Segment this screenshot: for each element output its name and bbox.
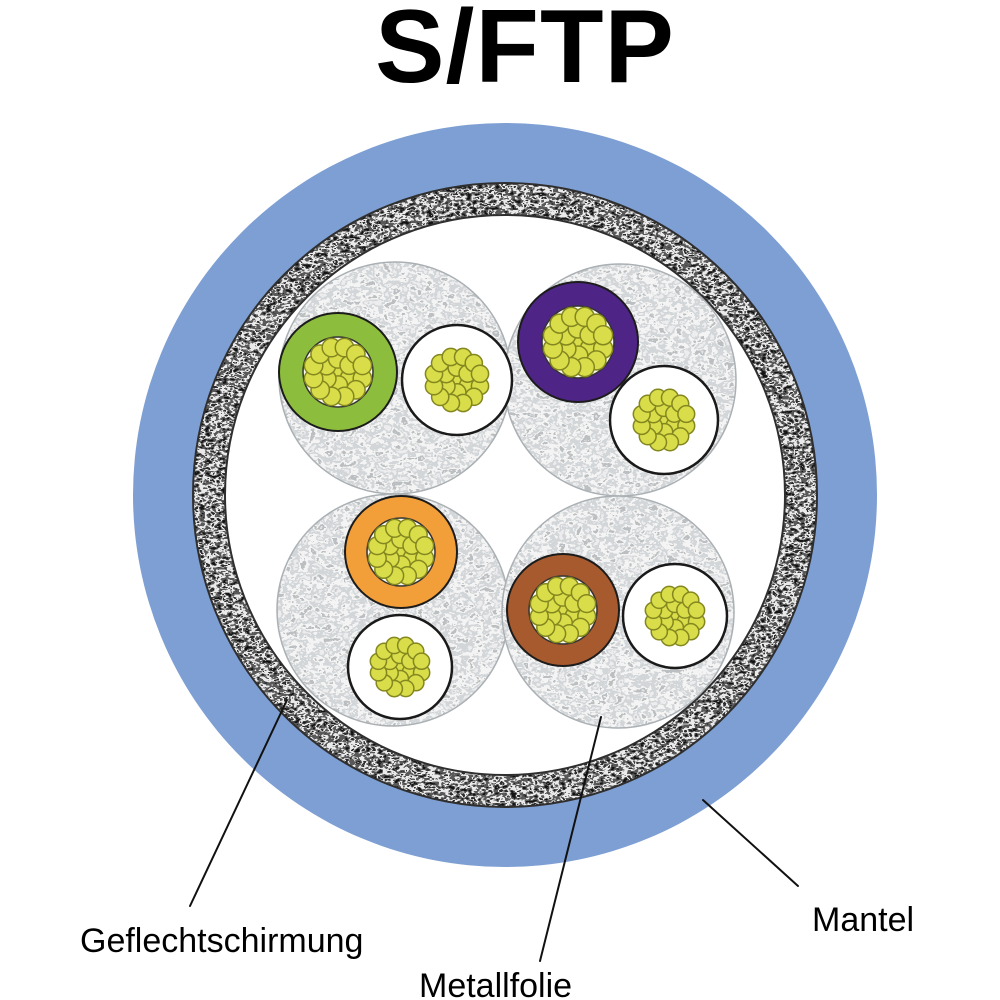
foil-leader-line (539, 716, 602, 962)
conductor-strand (677, 404, 696, 424)
conductor-strand (470, 364, 490, 384)
diagram-title: S/FTP (375, 0, 675, 105)
conductor-strand (352, 355, 373, 376)
jacket-leader-line (702, 799, 799, 887)
braid-leader-line (189, 699, 288, 907)
strands-violet-wire (542, 306, 614, 378)
foil-pair-bottom-right-edge (501, 495, 735, 729)
conductor-strand (412, 652, 431, 671)
strands-orange-wire (367, 518, 435, 586)
strands-white-bottom-right (644, 585, 706, 647)
jacket-label: Mantel (812, 901, 914, 939)
braid-inner-edge (224, 214, 786, 776)
conductor-strand (415, 535, 435, 556)
conductor-strand (592, 324, 614, 346)
strands-white-top-right (632, 388, 696, 452)
strands-brown-wire (529, 576, 597, 644)
strands-white-top-left (424, 347, 490, 413)
conductor-strand (577, 593, 597, 614)
strands-white-bottom-left (369, 636, 431, 698)
braid-outer-edge (192, 182, 818, 808)
braid-label: Geflechtschirmung (80, 922, 363, 960)
foil-label: Metallfolie (419, 967, 572, 1000)
strands-green-wire (303, 337, 373, 407)
conductor-strand (687, 601, 706, 620)
